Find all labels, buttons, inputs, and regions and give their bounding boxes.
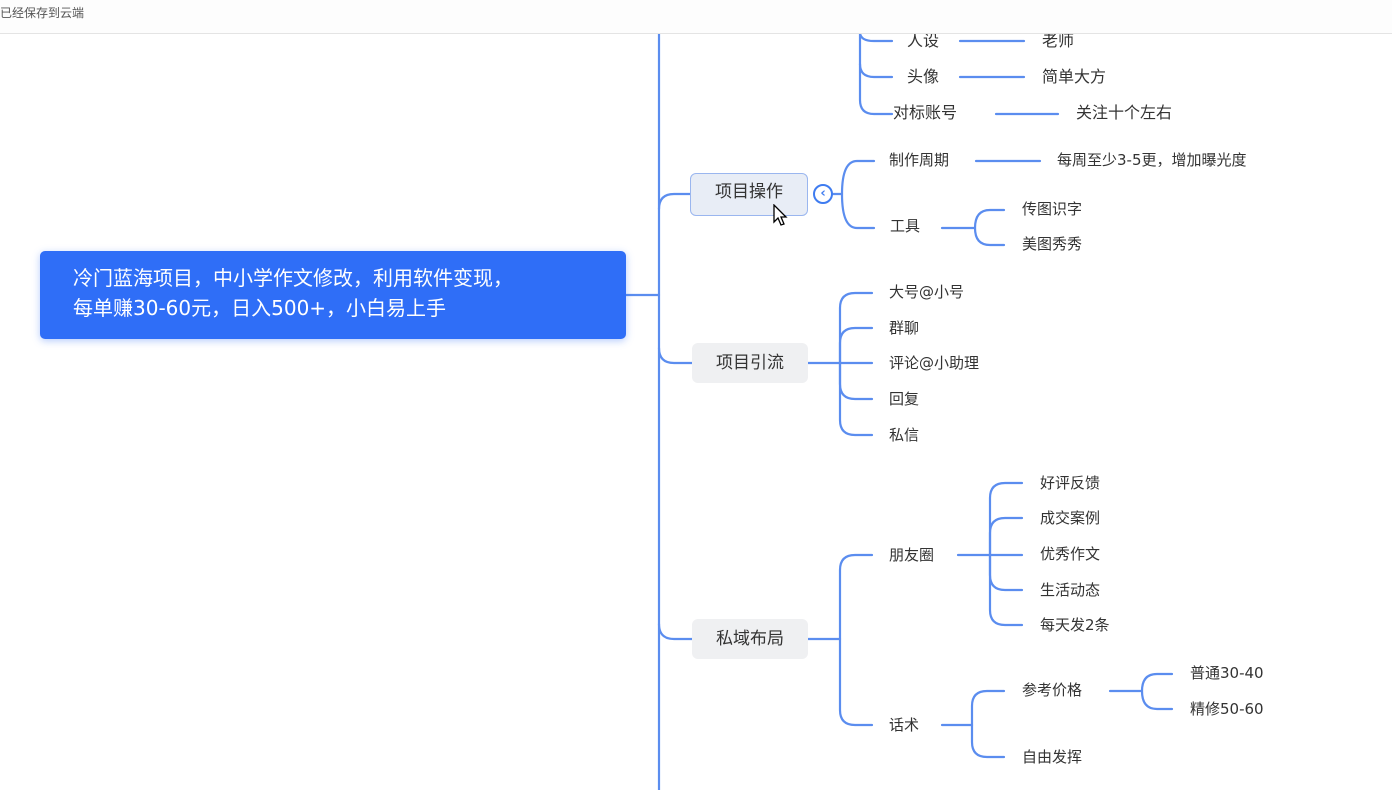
node-moments-frequency[interactable]: 每天发2条 <box>1040 616 1110 634</box>
save-status: 已经保存到云端 <box>0 6 85 20</box>
root-text-line1: 冷门蓝海项目，中小学作文修改，利用软件变现， <box>73 266 513 290</box>
chevron-left-icon: ‹ <box>820 186 826 201</box>
node-persona[interactable]: 人设 <box>907 34 940 50</box>
node-traffic-dm[interactable]: 私信 <box>889 426 920 444</box>
node-benchmark-accounts[interactable]: 对标账号 <box>893 103 958 122</box>
node-tools[interactable]: 工具 <box>890 217 921 235</box>
root-node[interactable]: 冷门蓝海项目，中小学作文修改，利用软件变现， 每单赚30-60元，日入500+，… <box>40 251 626 339</box>
node-benchmark-accounts-value[interactable]: 关注十个左右 <box>1076 103 1173 122</box>
mindmap-canvas[interactable]: 冷门蓝海项目，中小学作文修改，利用软件变现， 每单赚30-60元，日入500+，… <box>0 34 1392 790</box>
node-price-normal[interactable]: 普通30-40 <box>1190 664 1264 682</box>
node-avatar[interactable]: 头像 <box>907 67 940 86</box>
collapse-toggle-button[interactable]: ‹ <box>813 184 833 204</box>
node-free-play[interactable]: 自由发挥 <box>1022 748 1083 766</box>
node-project-ops[interactable]: 项目操作 <box>690 173 808 216</box>
connector-project-ops <box>657 192 692 211</box>
connector-lines <box>624 34 1174 790</box>
connector-project-traffic <box>657 346 694 365</box>
node-reference-price[interactable]: 参考价格 <box>1022 681 1083 699</box>
node-private-domain[interactable]: 私域布局 <box>692 619 808 659</box>
node-moments[interactable]: 朋友圈 <box>889 546 935 564</box>
node-tool-meitu[interactable]: 美图秀秀 <box>1022 235 1083 253</box>
node-tool-ocr[interactable]: 传图识字 <box>1022 200 1083 218</box>
mouse-cursor-icon <box>773 204 788 226</box>
node-avatar-value[interactable]: 简单大方 <box>1042 67 1107 86</box>
node-traffic-reply[interactable]: 回复 <box>889 390 920 408</box>
node-traffic-comment[interactable]: 评论@小助理 <box>889 354 980 372</box>
root-text-line2: 每单赚30-60元，日入500+，小白易上手 <box>73 296 447 320</box>
node-moments-life[interactable]: 生活动态 <box>1040 581 1101 599</box>
node-traffic-group[interactable]: 群聊 <box>889 319 920 337</box>
node-persona-value[interactable]: 老师 <box>1042 34 1075 50</box>
top-bar: 已经保存到云端 <box>0 0 1392 34</box>
node-project-traffic[interactable]: 项目引流 <box>692 343 808 383</box>
node-scripts[interactable]: 话术 <box>889 716 920 734</box>
node-traffic-main-sub[interactable]: 大号@小号 <box>889 283 965 301</box>
node-moments-reviews[interactable]: 好评反馈 <box>1040 474 1101 492</box>
node-moments-cases[interactable]: 成交案例 <box>1040 509 1101 527</box>
node-moments-essays[interactable]: 优秀作文 <box>1040 545 1101 563</box>
node-production-cycle-value[interactable]: 每周至少3-5更，增加曝光度 <box>1057 151 1247 169</box>
connector-private-domain <box>657 622 694 641</box>
node-price-premium[interactable]: 精修50-60 <box>1190 700 1264 718</box>
node-production-cycle[interactable]: 制作周期 <box>889 151 950 169</box>
